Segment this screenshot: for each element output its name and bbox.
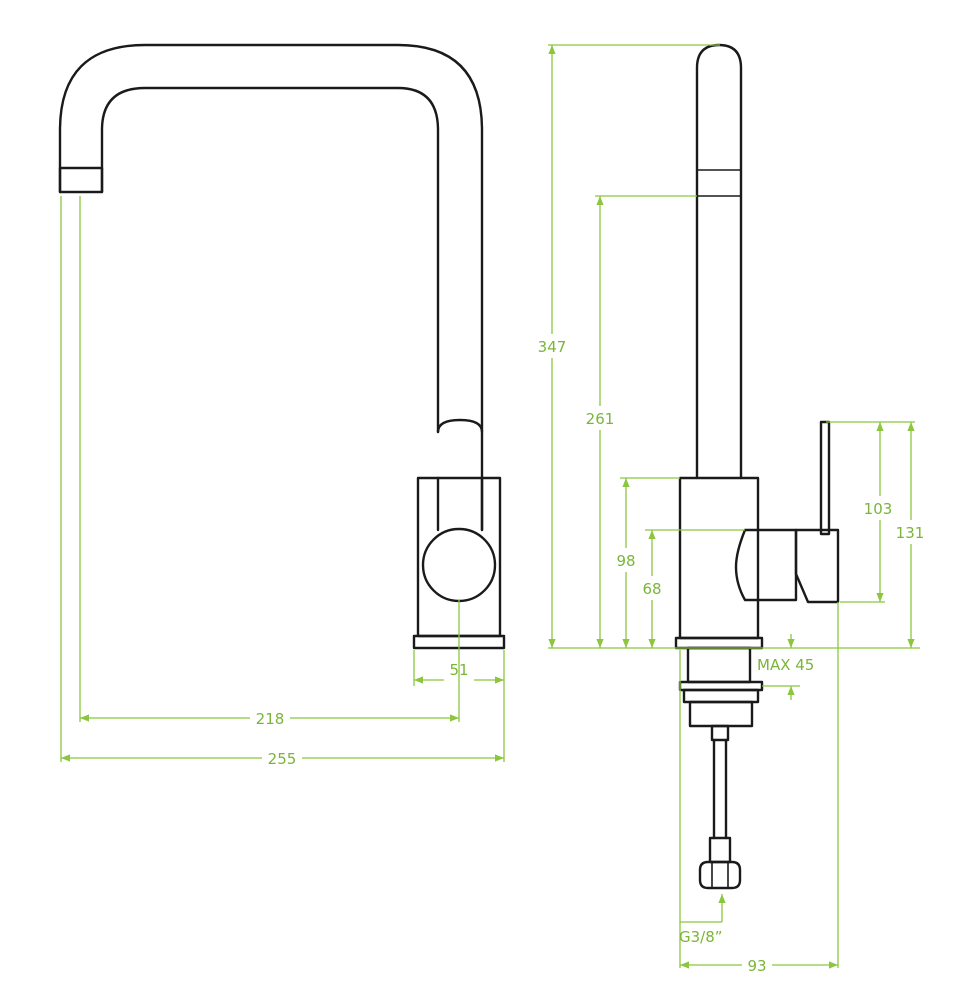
side-spout-tube xyxy=(695,43,743,480)
label-thread: G3/8” xyxy=(679,928,723,946)
label-218: 218 xyxy=(256,710,285,728)
side-hose-top-fitting xyxy=(710,724,730,742)
label-98: 98 xyxy=(616,552,635,570)
side-handle xyxy=(794,528,840,604)
side-hose-nut xyxy=(698,860,742,890)
side-spout-ring xyxy=(697,169,741,197)
label-255: 255 xyxy=(268,750,297,768)
side-dimensions xyxy=(548,44,920,969)
side-lever-hub xyxy=(734,528,798,602)
label-261: 261 xyxy=(586,410,615,428)
side-fixing-nut xyxy=(682,688,760,704)
side-body xyxy=(678,476,760,640)
label-51: 51 xyxy=(449,661,468,679)
front-lever-hub xyxy=(421,527,497,603)
side-handle-lever xyxy=(819,420,831,536)
side-hose xyxy=(712,738,728,840)
front-spout-aerator xyxy=(58,166,104,194)
side-hose-fitting xyxy=(708,836,732,864)
front-neck xyxy=(436,418,484,532)
front-view xyxy=(58,43,506,650)
label-103: 103 xyxy=(864,500,893,518)
front-spout-outline xyxy=(58,43,484,434)
label-347: 347 xyxy=(538,338,567,356)
label-131: 131 xyxy=(896,524,925,542)
front-dimensions xyxy=(60,196,505,762)
side-shank xyxy=(686,646,752,684)
front-neck-sides xyxy=(436,476,484,532)
side-view xyxy=(674,43,840,890)
side-base-plate xyxy=(674,636,764,650)
label-68: 68 xyxy=(642,580,661,598)
dimension-labels: 51 218 255 347 261 98 68 103 131 MAX 45 … xyxy=(256,338,925,975)
label-max-45: MAX 45 xyxy=(757,656,814,674)
side-fixing-body xyxy=(688,700,754,728)
label-93: 93 xyxy=(747,957,766,975)
